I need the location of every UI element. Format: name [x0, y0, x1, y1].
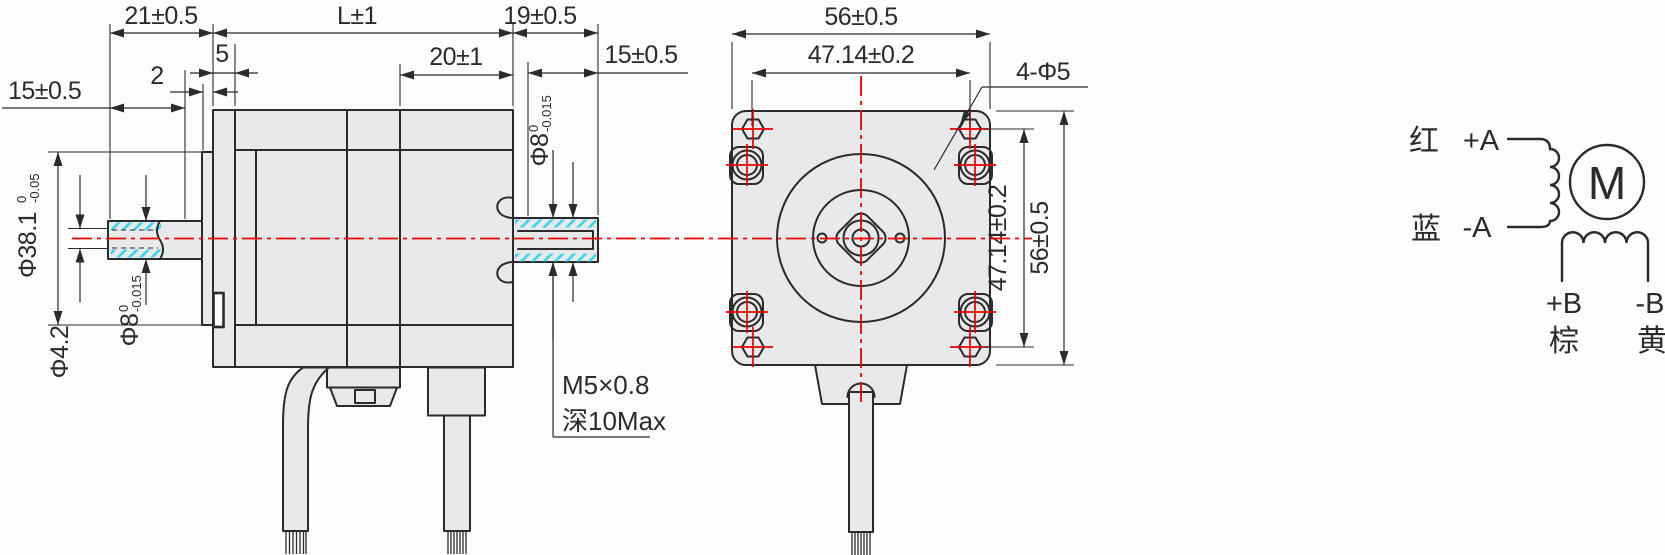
dim-front-shaft-length: 19±0.5 [503, 2, 576, 30]
lead-color-red: 红 [1409, 125, 1439, 158]
dim-boss-step: 2 [150, 62, 163, 90]
lead-color-brown: 棕 [1549, 325, 1579, 358]
dim-pilot-dia-value: Φ38.1 [14, 212, 42, 278]
wire-strands [851, 532, 871, 555]
connector-lower [329, 386, 398, 407]
terminal-plus-a: +A [1463, 125, 1500, 157]
shaft-break-line [156, 220, 164, 260]
cable-front [848, 391, 874, 533]
dim-shaft-dia-tol-lower: -0.015 [129, 275, 144, 312]
terminal-minus-a: -A [1463, 212, 1493, 244]
dim-rear-shaft-length: 21±0.5 [124, 2, 197, 30]
dim-hole-diameter: Φ4.2 [46, 326, 74, 379]
coil-phase-b-icon [1560, 231, 1650, 283]
rear-shaft-hatch-bottom [111, 249, 161, 258]
leader-line [933, 86, 983, 171]
wire-strands [447, 531, 467, 554]
cable-curved [282, 366, 330, 532]
dim-shaft-dia-tol-upper: 0 [526, 125, 541, 132]
dim-rear-flat-length: 15±0.5 [8, 77, 81, 105]
lead-color-blue: 蓝 [1411, 213, 1441, 246]
leader-arrow [960, 110, 971, 125]
dim-shaft-diameter-front: Φ8 0 -0.015 [526, 95, 554, 166]
dim-shaft-dia-value: Φ8 [116, 314, 144, 347]
wire-strands [285, 531, 307, 554]
rear-shaft-hatch-top [111, 222, 161, 231]
cable-straight [443, 414, 471, 532]
shaft-hub-outline [835, 212, 887, 264]
side-view-dimensions: 21±0.5 L±1 19±0.5 15±0.5 2 5 20±1 15±0. [2, 2, 688, 219]
front-shaft-hatch-top [515, 219, 596, 228]
dim-body-length: L±1 [337, 2, 377, 30]
dim-shaft-dia-tol-lower: -0.015 [539, 95, 554, 132]
dim-front-shaft-usable-length: 15±0.5 [604, 41, 677, 69]
dim-rear-section-length: 20±1 [429, 43, 482, 71]
dim-pilot-diameter: Φ38.1 0 -0.05 [14, 173, 42, 278]
dim-shaft-dia-tol-upper: 0 [116, 305, 131, 312]
callout-tapped-hole-depth: 深10Max [562, 406, 666, 436]
front-view: 56±0.5 47.14±0.2 47.14±0.2 56±0.5 4-Φ5 [726, 3, 1088, 555]
dim-shaft-dia-value: Φ8 [526, 134, 554, 167]
tapped-hole-outline [517, 230, 594, 250]
shaft-root-breakout [496, 196, 514, 284]
dim-width: 56±0.5 [824, 3, 897, 31]
lead-color-yellow: 黄 [1637, 325, 1665, 358]
motor-symbol-circle [1568, 143, 1646, 221]
coil-phase-a-icon [1506, 137, 1561, 229]
callout-mount-holes: 4-Φ5 [1016, 58, 1070, 86]
crosshairs [726, 109, 996, 367]
terminal-plus-b: +B [1546, 288, 1582, 320]
dim-shaft-diameter-rear: Φ8 0 -0.015 [116, 275, 144, 346]
terminal-minus-b: -B [1636, 288, 1665, 320]
side-view: 21±0.5 L±1 19±0.5 15±0.5 2 5 20±1 15±0. [2, 2, 688, 554]
connector-housing [326, 366, 401, 389]
front-shaft-hatch-bottom [515, 253, 596, 262]
terminal-slot [212, 291, 225, 329]
motor-symbol: M [1588, 157, 1626, 209]
dim-hole-dia-value: Φ4.2 [46, 326, 74, 379]
dim-flange-thickness: 5 [215, 40, 228, 68]
side-view-diameter-dims: Φ38.1 0 -0.05 Φ4.2 Φ8 0 -0.015 Φ8 [14, 95, 666, 438]
dim-hole-pitch-horizontal: 47.14±0.2 [808, 41, 915, 69]
connector-block [427, 366, 486, 417]
dim-pilot-dia-tol-lower: -0.05 [27, 173, 42, 203]
dim-pilot-dia-tol-upper: 0 [14, 196, 29, 203]
wiring-diagram: 红 +A 蓝 -A M +B -B 棕 黄 [1409, 125, 1665, 358]
callout-tapped-hole-spec: M5×0.8 [562, 370, 649, 400]
connector-latch [354, 389, 376, 404]
